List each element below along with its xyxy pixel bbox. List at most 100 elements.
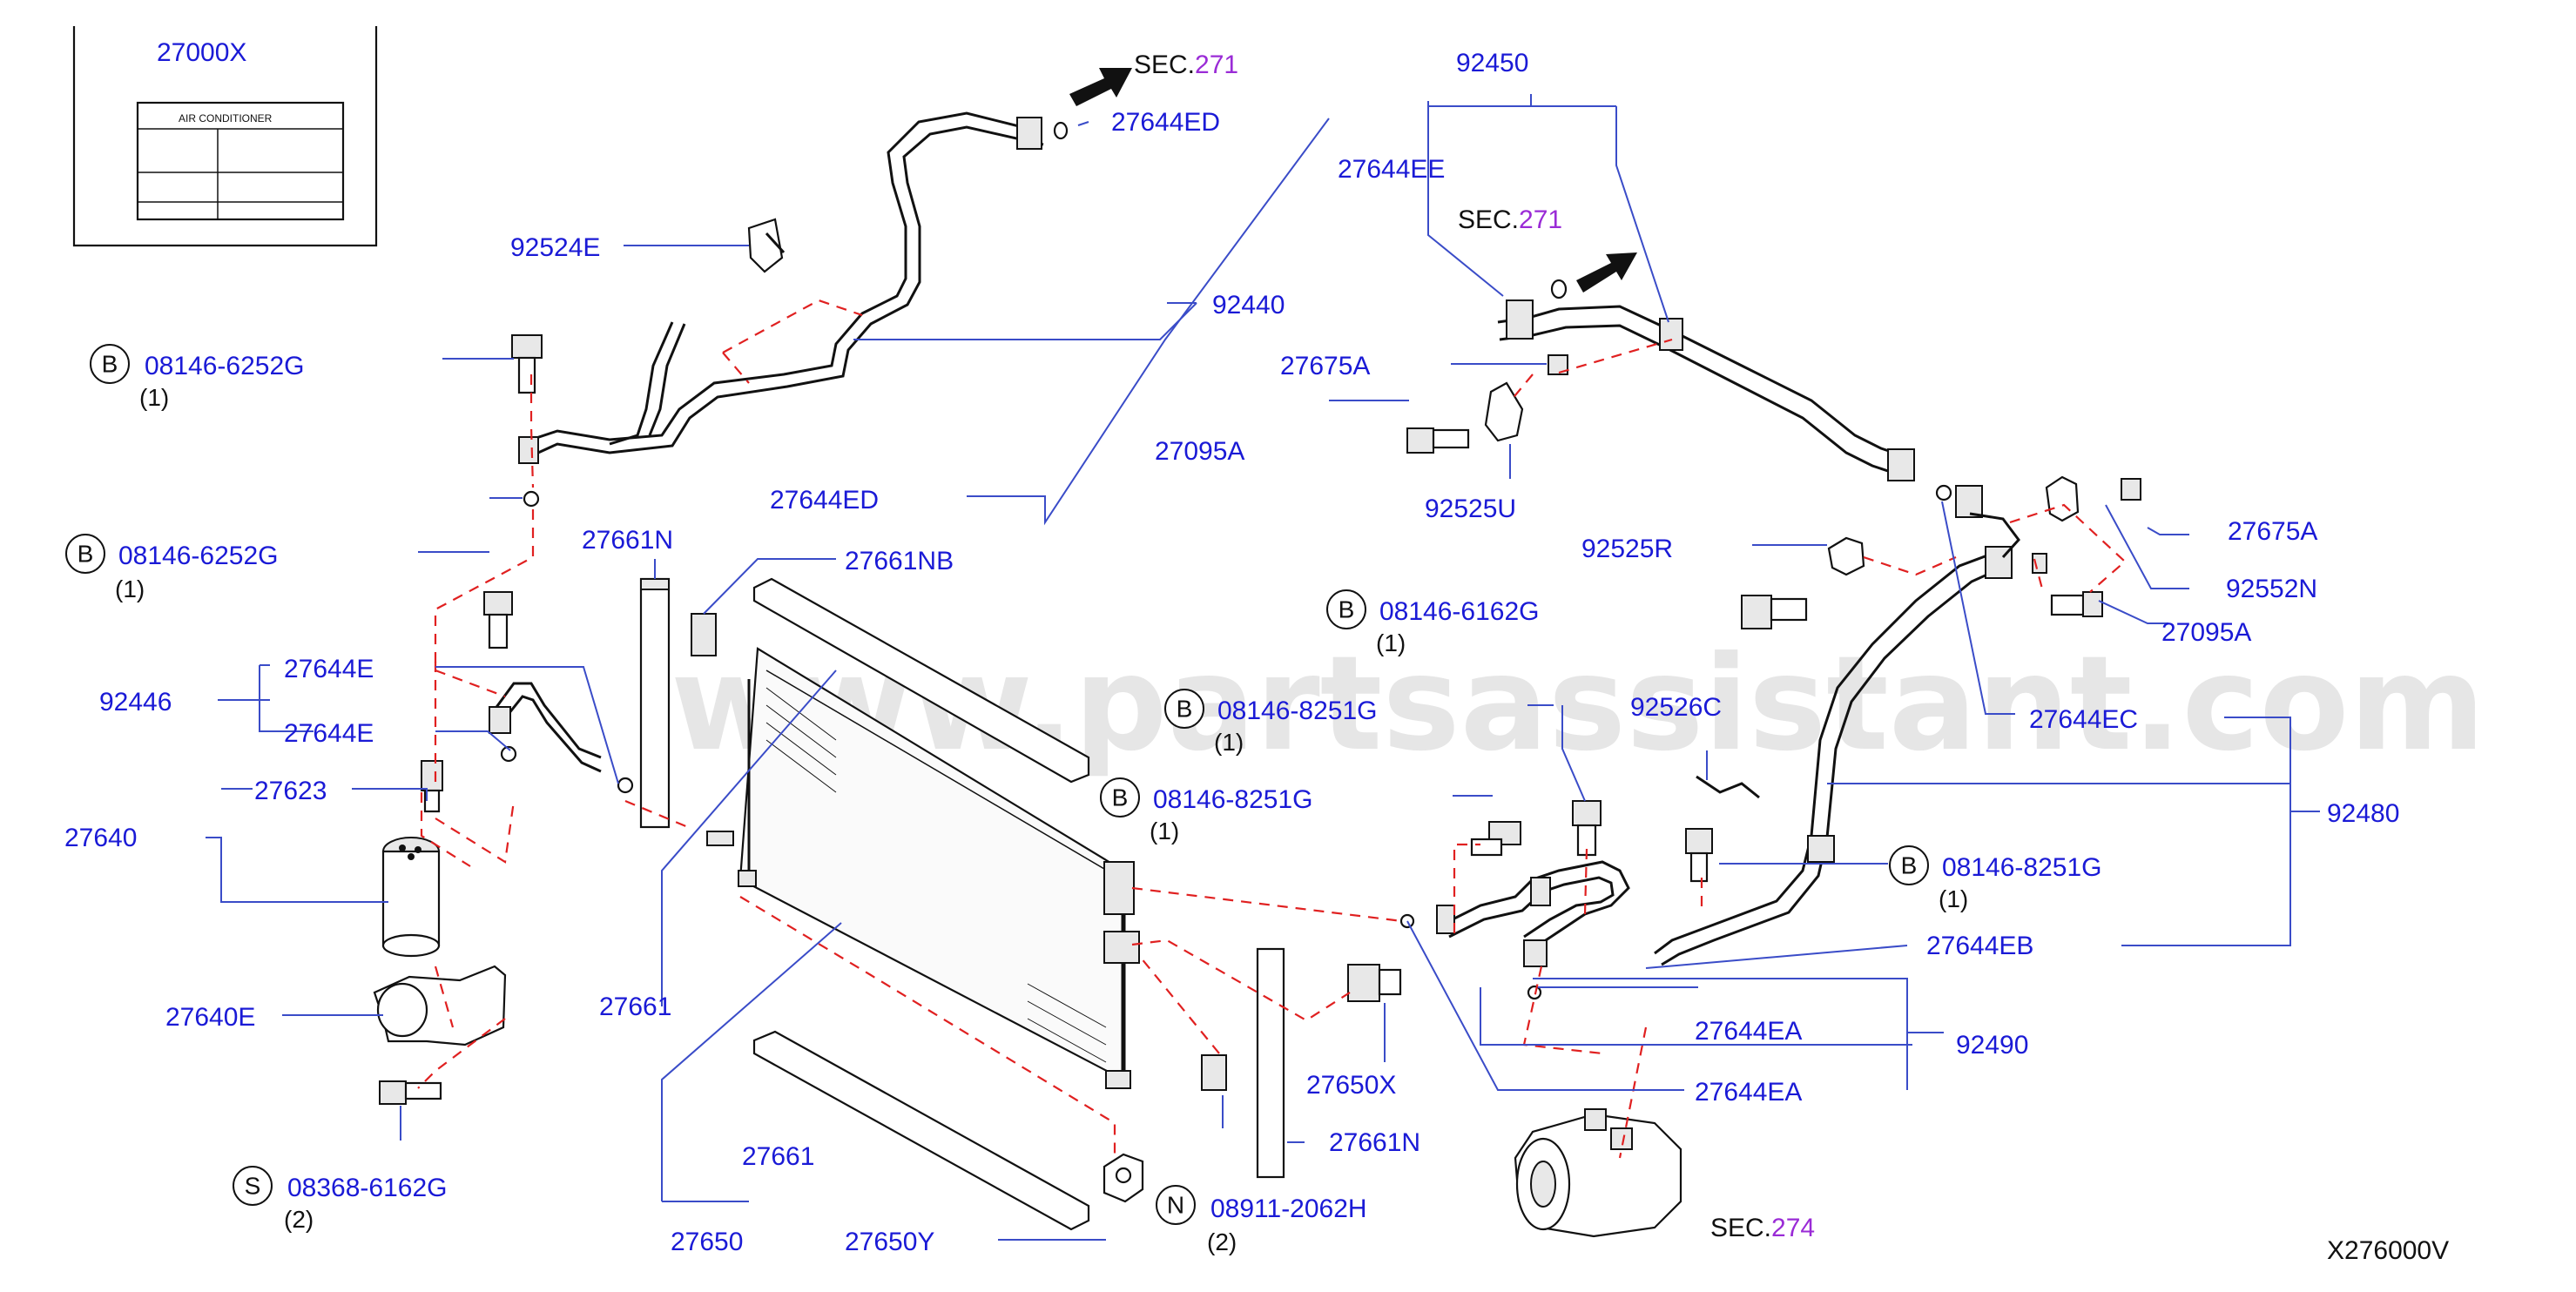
callout-b-2: [65, 534, 105, 574]
callout-b-1: [90, 344, 130, 384]
bolt-icon: [1470, 821, 1521, 857]
label-92446[interactable]: 92446: [99, 688, 172, 717]
qty-1a: (1): [139, 384, 169, 411]
label-27650[interactable]: 27650: [671, 1228, 743, 1256]
svg-text:B: B: [1177, 696, 1193, 723]
label-27095A-top[interactable]: 27095A: [1155, 437, 1244, 466]
label-27675A-top[interactable]: 27675A: [1280, 352, 1370, 380]
label-27644EA-1[interactable]: 27644EA: [1695, 1017, 1802, 1046]
label-27095A-right[interactable]: 27095A: [2161, 618, 2251, 647]
label-08368-6162G[interactable]: 08368-6162G: [287, 1174, 448, 1202]
o-ring-icon: [523, 490, 540, 508]
seal-27661N-top: [639, 577, 671, 829]
svg-text:B: B: [1112, 784, 1129, 811]
callout-b-3: [1326, 589, 1366, 629]
label-92526C[interactable]: 92526C: [1630, 693, 1722, 722]
label-27644ED-top[interactable]: 27644ED: [1111, 108, 1220, 137]
label-27650Y[interactable]: 27650Y: [845, 1228, 934, 1256]
o-ring-icon: [1935, 484, 1952, 501]
svg-text:N: N: [1167, 1192, 1184, 1219]
label-27661-bottom[interactable]: 27661: [742, 1142, 814, 1171]
seal-27661N-bottom: [1256, 947, 1285, 1179]
label-27661-left[interactable]: 27661: [599, 993, 671, 1021]
condenser-27650: [706, 647, 1140, 1089]
label-27640[interactable]: 27640: [64, 824, 137, 852]
pipe-92480: [1654, 484, 2047, 966]
label-27644E-2[interactable]: 27644E: [284, 719, 374, 748]
sec-ref-271-right[interactable]: SEC.271: [1458, 205, 1562, 234]
label-27640E[interactable]: 27640E: [165, 1003, 255, 1032]
o-ring-icon: [617, 777, 634, 794]
qty-2a: (2): [284, 1206, 314, 1233]
label-27623[interactable]: 27623: [254, 777, 327, 805]
diagram-code: X276000V: [2327, 1236, 2449, 1265]
svg-text:B: B: [78, 541, 94, 568]
clip-92525R: [1827, 536, 1865, 576]
label-08911-2062H[interactable]: 08911-2062H: [1210, 1194, 1367, 1223]
bolt-icon: [379, 1080, 442, 1105]
bolt-icon: [483, 591, 513, 649]
label-92525R[interactable]: 92525R: [1581, 535, 1673, 563]
o-ring-icon: [500, 745, 517, 763]
pipe-92450: [1497, 279, 1915, 481]
o-ring-icon: [1527, 985, 1542, 1000]
svg-text:B: B: [102, 351, 118, 378]
label-27644EB[interactable]: 27644EB: [1926, 932, 2033, 960]
qty-1e: (1): [1150, 818, 1179, 845]
ac-label-sticker: AIR CONDITIONER: [136, 101, 345, 221]
bolt-icon: [1406, 427, 1470, 454]
nut-icon: [1016, 117, 1042, 150]
pipe-92440: [518, 111, 1069, 508]
label-27661N-bottom[interactable]: 27661N: [1329, 1128, 1420, 1157]
bracket-92552N: [2045, 475, 2080, 522]
clip-icon: [747, 218, 786, 273]
callout-b-5: [1100, 777, 1140, 818]
label-27650X[interactable]: 27650X: [1306, 1071, 1396, 1100]
receiver-drier-27640: [381, 837, 441, 958]
label-92480[interactable]: 92480: [2327, 799, 2399, 828]
label-27644E-1[interactable]: 27644E: [284, 655, 374, 683]
label-27661NB[interactable]: 27661NB: [845, 547, 954, 575]
sticker-text: AIR CONDITIONER: [179, 112, 273, 124]
dashed-connectors: [417, 299, 2127, 1159]
svg-text:B: B: [1339, 596, 1355, 623]
callout-n: [1156, 1185, 1196, 1225]
label-27644ED-mid[interactable]: 27644ED: [770, 486, 879, 515]
nut-icon: [2121, 478, 2141, 501]
label-27675A-right[interactable]: 27675A: [2228, 517, 2317, 546]
label-92525U[interactable]: 92525U: [1425, 495, 1516, 523]
label-27644EA-2[interactable]: 27644EA: [1695, 1078, 1802, 1107]
label-92524E[interactable]: 92524E: [510, 233, 600, 262]
bracket-27650Y: [1103, 1153, 1144, 1203]
inset-box: 27000X AIR CONDITIONER: [72, 26, 378, 247]
label-92490[interactable]: 92490: [1956, 1031, 2028, 1060]
label-08146-8251G-1[interactable]: 08146-8251G: [1217, 696, 1378, 725]
svg-text:B: B: [1901, 852, 1918, 879]
qty-1c: (1): [1376, 629, 1406, 656]
clip-92526C: [1696, 775, 1760, 799]
callout-b-6: [1889, 845, 1929, 885]
label-27661N-top[interactable]: 27661N: [582, 526, 673, 555]
label-27644EC[interactable]: 27644EC: [2029, 705, 2138, 734]
label-27644EE[interactable]: 27644EE: [1338, 155, 1445, 184]
label-92450[interactable]: 92450: [1456, 49, 1528, 77]
bolt-icon: [1685, 828, 1713, 883]
arrow-icon: [1576, 252, 1637, 293]
label-92440[interactable]: 92440: [1212, 291, 1285, 320]
bolt-icon: [2050, 591, 2103, 617]
pressure-switch-27623: [421, 760, 443, 813]
qty-2b: (2): [1207, 1228, 1237, 1255]
label-92552N[interactable]: 92552N: [2226, 575, 2317, 603]
pipe-92446: [489, 682, 634, 794]
label-08146-8251G-2[interactable]: 08146-8251G: [1153, 785, 1313, 814]
leader-lines: [206, 94, 2320, 1241]
o-ring-icon: [1550, 279, 1568, 299]
label-08146-6162G[interactable]: 08146-6162G: [1379, 597, 1540, 626]
sec-ref-274[interactable]: SEC.274: [1710, 1214, 1815, 1242]
label-08146-6252G-2[interactable]: 08146-6252G: [118, 542, 279, 570]
label-08146-8251G-3[interactable]: 08146-8251G: [1942, 853, 2102, 882]
part-label-27000X[interactable]: 27000X: [157, 38, 246, 67]
sec-ref-271-top[interactable]: SEC.271: [1134, 50, 1238, 79]
label-08146-6252G-1[interactable]: 08146-6252G: [145, 352, 305, 380]
